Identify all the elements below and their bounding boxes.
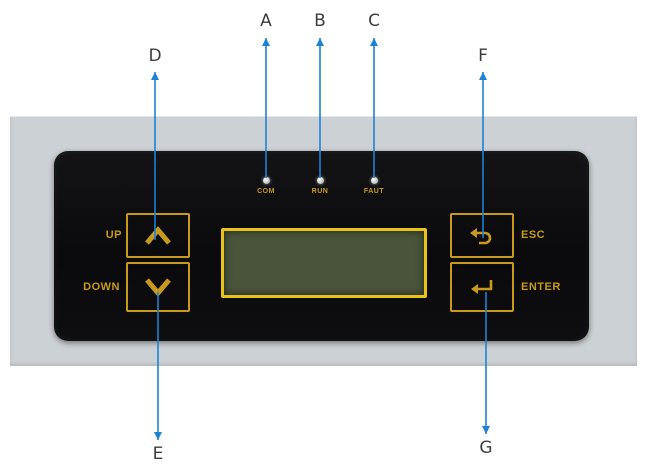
fault-led-label: FAUT <box>363 188 385 195</box>
led-com: COM <box>239 177 293 195</box>
callout-f: F <box>478 46 488 66</box>
enter-arrow-icon <box>471 280 493 294</box>
down-button-label: DOWN <box>83 281 120 293</box>
return-arrow-icon <box>470 227 492 244</box>
fault-led-icon <box>370 177 378 184</box>
com-led-icon <box>262 177 270 184</box>
callout-a: A <box>260 11 272 31</box>
led-run: RUN <box>293 177 347 195</box>
led-fault: FAUT <box>347 177 401 195</box>
run-led-icon <box>316 177 324 184</box>
chevron-up-icon <box>145 225 171 245</box>
callout-b: B <box>314 11 326 31</box>
callout-c: C <box>368 11 380 31</box>
com-led-label: COM <box>257 188 275 195</box>
esc-button[interactable] <box>450 213 514 258</box>
down-button[interactable] <box>126 262 190 312</box>
callout-d: D <box>148 46 162 66</box>
run-led-label: RUN <box>311 188 329 195</box>
callout-e: E <box>152 444 164 464</box>
control-panel: COM RUN FAUT UP DOWN <box>54 151 589 341</box>
enter-button-label: ENTER <box>521 281 561 293</box>
enter-button[interactable] <box>450 262 514 312</box>
up-button-label: UP <box>105 229 122 241</box>
callout-g: G <box>479 438 493 458</box>
chevron-down-icon <box>145 278 171 297</box>
esc-button-label: ESC <box>521 229 546 241</box>
lcd-display <box>221 228 427 298</box>
up-button[interactable] <box>126 213 190 258</box>
